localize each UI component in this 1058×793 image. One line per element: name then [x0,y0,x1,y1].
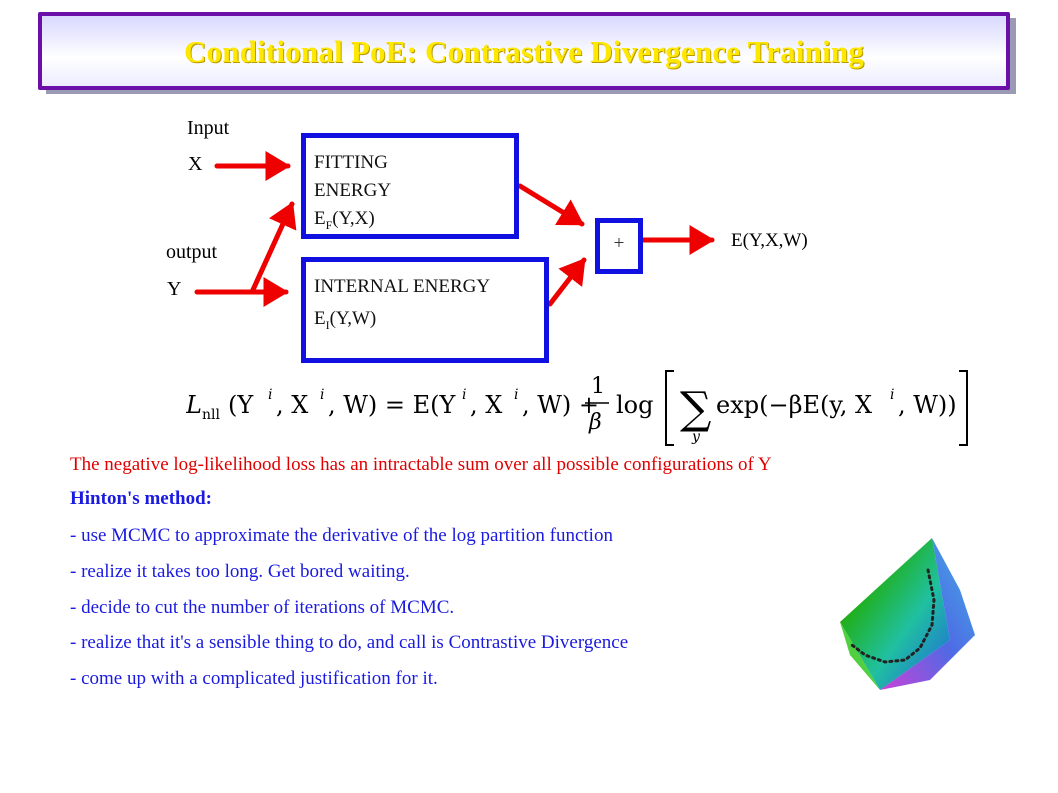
formula-sup-1: i [268,387,272,403]
slide-title: Conditional PoE: Contrastive Divergence … [183,34,865,69]
formula-sup-5: i [890,387,894,403]
step-1: - use MCMC to approximate the derivative… [70,525,613,546]
y-label: Y [167,278,182,300]
formula-sum-sub: y [691,429,701,445]
formula-lhs-sub: nll [202,407,220,423]
hinton-heading: Hinton's method: [70,488,212,509]
internal-line1: INTERNAL ENERGY [314,276,491,297]
formula-exp: exp(−βE(y, X [716,391,872,419]
input-label: Input [187,117,230,139]
energy-diagram: Input X output Y FITTING ENERGY EF(Y,X) … [166,117,808,363]
fitting-energy-box: FITTING ENERGY EF(Y,X) [301,133,519,239]
fitting-function: EF(Y,X) [314,208,375,232]
formula-frac-den: β [588,410,602,435]
formula-log: log [616,391,654,419]
formula-frac-num: 1 [591,374,605,399]
fitting-line2: ENERGY [314,180,392,201]
result-label: E(Y,X,W) [731,230,808,251]
formula-lhs: L [186,391,202,419]
formula-plus: , W) + [522,391,599,419]
formula-exp-close: , W)) [898,391,957,419]
formula-lhs-args: (Y [228,391,254,419]
formula-sup-4: i [514,387,518,403]
step-2: - realize it takes too long. Get bored w… [70,561,410,582]
step-5: - come up with a complicated justificati… [70,668,438,689]
nll-note: The negative log-likelihood loss has an … [70,454,772,475]
title-banner: Conditional PoE: Contrastive Divergence … [38,12,1010,90]
arrow-internal-to-sum [547,257,587,307]
sum-node: + [595,218,643,274]
formula-comma-x: , X [276,391,308,419]
x-label: X [188,153,203,175]
formula-equals-e: , W) = E(Y [328,391,457,419]
nll-formula: L nll (Y i , X i , W) = E(Y i , X i , W)… [186,370,968,446]
arrow-fitting-to-sum [517,183,585,227]
energy-surface-image [840,538,975,690]
step-3: - decide to cut the number of iterations… [70,597,455,618]
step-4: - realize that it's a sensible thing to … [70,632,629,653]
output-label: output [166,241,218,263]
internal-function: EI(Y,W) [314,308,377,332]
internal-energy-box: INTERNAL ENERGY EI(Y,W) [301,257,549,363]
formula-sigma: ∑ [680,383,711,434]
fitting-line1: FITTING [314,152,388,173]
formula-sup-3: i [462,387,466,403]
sum-symbol: + [613,233,625,254]
formula-sup-2: i [320,387,324,403]
formula-comma-x2: , X [470,391,502,419]
diagram-arrows [194,151,715,307]
arrow-y-to-fitting [249,201,297,295]
